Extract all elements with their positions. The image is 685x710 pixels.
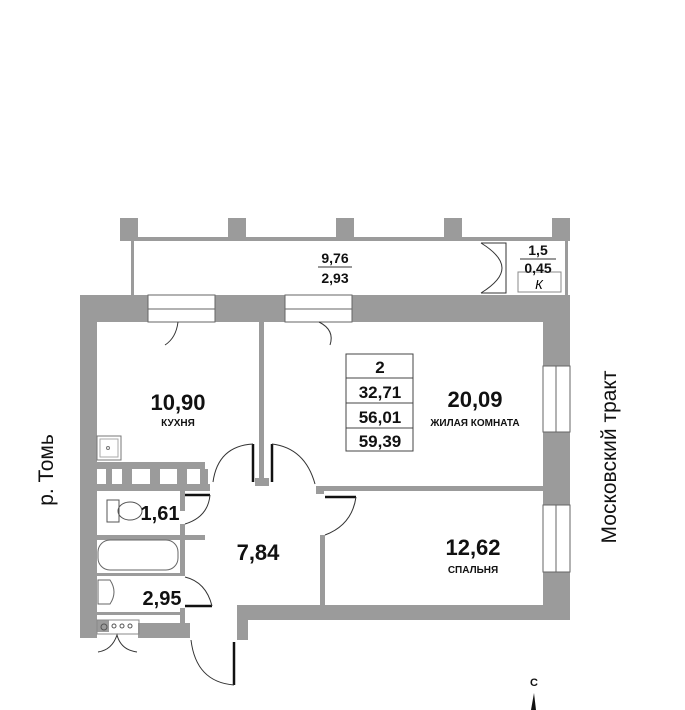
north-arrow-icon [531, 693, 536, 710]
balcony-reduced-area: 2,93 [321, 270, 348, 286]
rooms-count: 2 [375, 358, 384, 377]
kitchen-area: 10,90 [150, 390, 205, 415]
fixtures [96, 435, 179, 653]
living-room-label: ЖИЛАЯ КОМНАТА [429, 418, 519, 429]
total-area-with-balcony: 59,39 [359, 432, 402, 451]
kitchen-label: КУХНЯ [161, 418, 195, 429]
area-summary-box [345, 353, 414, 452]
balcony [120, 218, 570, 296]
living-room-area: 20,09 [447, 387, 502, 412]
doors [164, 321, 357, 686]
closet-area: 1,5 [528, 242, 548, 258]
closet-reduced-area: 0,45 [524, 260, 551, 276]
bathroom-area: 2,95 [143, 588, 182, 610]
bedroom-label: СПАЛЬНЯ [448, 565, 498, 576]
closet-label: К [535, 277, 544, 292]
bathtub-icon [97, 539, 179, 571]
total-area: 56,01 [359, 408, 402, 427]
toilet-icon [106, 499, 143, 523]
hall-area: 7,84 [237, 540, 281, 565]
river-label: р. Томь [35, 434, 58, 506]
bedroom-area: 12,62 [445, 535, 500, 560]
kitchen-sink-icon [96, 435, 122, 461]
washing-machine-icon [96, 619, 140, 653]
north-label: С [530, 677, 538, 689]
street-label: Московский тракт [598, 370, 621, 543]
washbasin-icon [97, 579, 115, 605]
living-area-total: 32,71 [359, 383, 402, 402]
windows [147, 294, 571, 573]
balcony-area: 9,76 [321, 250, 348, 266]
toilet-area: 1,61 [141, 503, 180, 525]
